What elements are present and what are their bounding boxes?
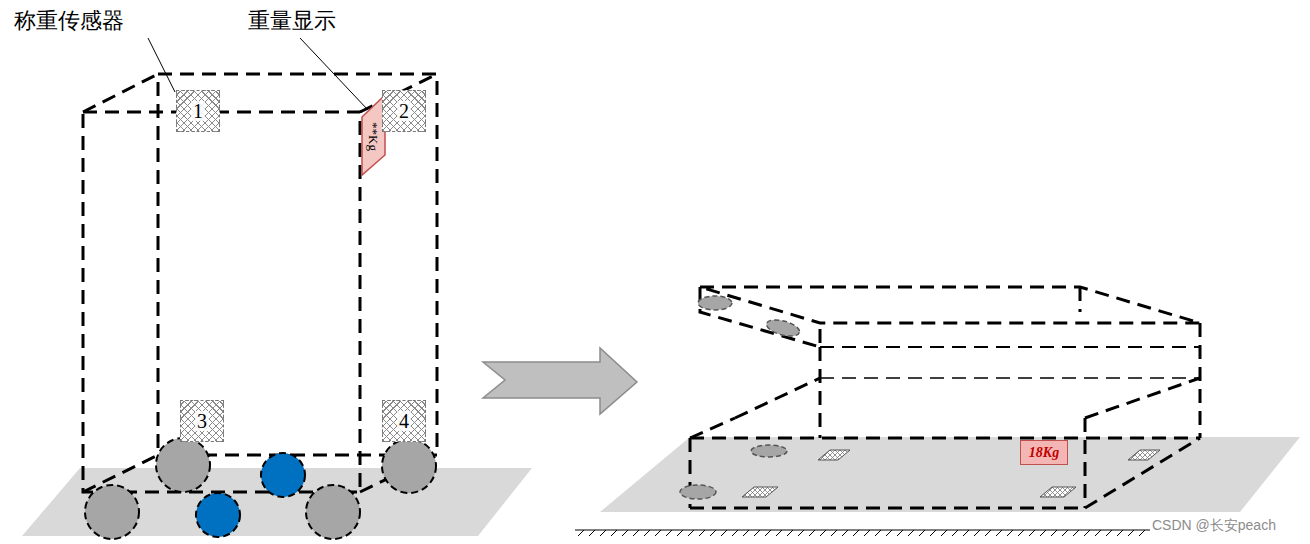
ground-hatch — [677, 530, 683, 536]
ground-hatch — [721, 530, 727, 536]
part-name: 重量显示 — [248, 6, 336, 36]
part-name: 称重传感器 — [14, 6, 124, 36]
weighing-sensor: 2 — [382, 90, 426, 132]
ground-hatch — [820, 530, 826, 536]
ground-hatch — [842, 530, 848, 536]
weight-display: 18Kg — [1020, 440, 1068, 465]
ground-hatch — [765, 530, 771, 536]
ground-hatch — [985, 530, 991, 536]
mount-hole — [680, 296, 801, 499]
callout-number: 3 — [195, 411, 209, 431]
ground-hatch — [908, 530, 914, 536]
ground-hatch — [1073, 530, 1079, 536]
ground-hatch — [1029, 530, 1035, 536]
ground-hatch — [655, 530, 661, 536]
weight-display: **Kg — [362, 100, 385, 172]
ground-hatch — [1128, 530, 1134, 536]
ground-hatch — [600, 530, 606, 536]
ground-hatch — [710, 530, 716, 536]
ground-hatch — [1007, 530, 1013, 536]
ground-hatch — [611, 530, 617, 536]
ground-hatch — [1139, 530, 1145, 536]
box-frame — [690, 287, 1200, 508]
ground-hatch — [864, 530, 870, 536]
ground-hatch — [633, 530, 639, 536]
ground-hatch — [919, 530, 925, 536]
ground-hatch — [1051, 530, 1057, 536]
wheels — [85, 438, 436, 539]
ground-hatch — [589, 530, 595, 536]
callout-number: 4 — [397, 411, 411, 431]
ground-hatch — [798, 530, 804, 536]
ground-hatch — [809, 530, 815, 536]
weighing-sensor: 1 — [176, 90, 220, 132]
ground-hatch — [688, 530, 694, 536]
ground-hatch — [644, 530, 650, 536]
transition-arrow — [483, 348, 637, 414]
ground-hatch — [853, 530, 859, 536]
ground-hatch — [974, 530, 980, 536]
weighing-sensor: 4 — [382, 400, 426, 442]
ground-hatch — [1040, 530, 1046, 536]
ground-hatch — [831, 530, 837, 536]
ground-hatch — [666, 530, 672, 536]
ground-hatch — [578, 530, 584, 536]
cart-frame — [83, 74, 437, 492]
ground-hatch — [1106, 530, 1112, 536]
ground-hatch — [886, 530, 892, 536]
ground-hatch — [699, 530, 705, 536]
small-sensor — [742, 450, 1160, 497]
ground-hatch — [930, 530, 936, 536]
ground-hatch — [622, 530, 628, 536]
watermark: CSDN @长安peach — [1152, 517, 1276, 535]
ground-hatch — [1095, 530, 1101, 536]
ground-hatch — [754, 530, 760, 536]
ground-hatch — [732, 530, 738, 536]
ground — [600, 437, 1300, 512]
weight-reading: 18Kg — [1029, 446, 1059, 460]
ground-hatch — [1117, 530, 1123, 536]
weighing-sensor: 3 — [180, 400, 224, 442]
ground-hatch — [952, 530, 958, 536]
ground-hatch — [787, 530, 793, 536]
ground-hatch — [875, 530, 881, 536]
callout-number: 2 — [397, 101, 411, 121]
ground-hatch — [1084, 530, 1090, 536]
ground-hatch — [776, 530, 782, 536]
weight-reading: **Kg — [367, 122, 380, 151]
ground-line — [575, 530, 1150, 536]
ground-hatch — [1062, 530, 1068, 536]
ground-hatch — [897, 530, 903, 536]
ground-hatch — [1018, 530, 1024, 536]
callout-number: 1 — [191, 101, 205, 121]
ground-hatch — [996, 530, 1002, 536]
ground-hatch — [941, 530, 947, 536]
ground-hatch — [743, 530, 749, 536]
ground-hatch — [963, 530, 969, 536]
